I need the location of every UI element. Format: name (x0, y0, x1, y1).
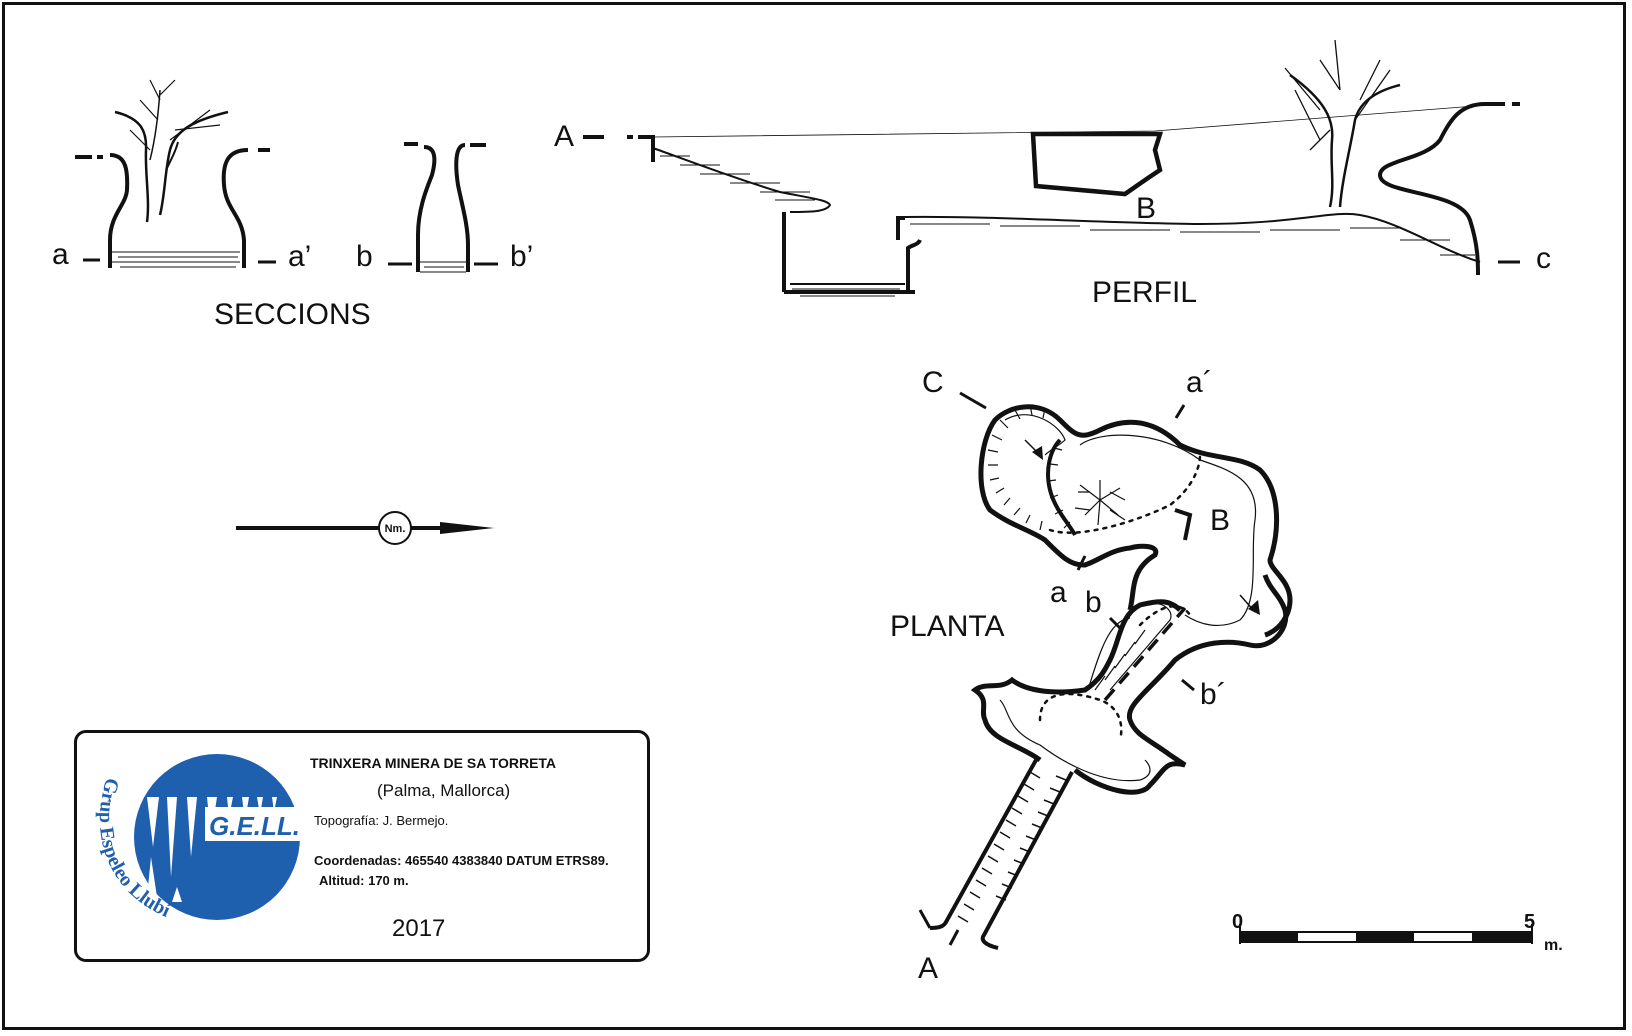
section-b-label: b (356, 240, 373, 273)
gell-logo: G.E.LL. Grup Espeleo Llubí (95, 754, 302, 922)
plan-group (918, 391, 1293, 950)
profile-floor-hatch (910, 223, 1475, 256)
plan-B-label: B (1210, 504, 1230, 537)
profile-group (583, 39, 1520, 297)
survey-year: 2017 (392, 915, 446, 942)
plan-b-label: b (1085, 586, 1102, 619)
trench-ticks (957, 771, 1067, 923)
tree-icon-profile (1284, 39, 1401, 208)
profile-c-label: c (1536, 242, 1551, 275)
profile-B-label: B (1136, 192, 1156, 225)
plan-a-label: a (1050, 576, 1067, 609)
survey-altitude: Altitud: 170 m. (319, 873, 409, 888)
planta-title: PLANTA (890, 610, 1004, 643)
survey-coordinates: Coordenadas: 465540 4383840 DATUM ETRS89… (314, 853, 609, 868)
profile-sediment-hatch-left (660, 155, 815, 201)
plan-a-prime-label: a´ (1186, 366, 1213, 399)
section-b-water-hatch (420, 261, 466, 273)
logo-text: G.E.LL. (209, 811, 300, 841)
sections-group (75, 79, 498, 273)
scale-start-label: 0 (1232, 911, 1243, 933)
seccions-title: SECCIONS (214, 298, 371, 331)
scale-end-label: 5 (1524, 911, 1535, 933)
cliff-ticks (987, 404, 1071, 531)
plan-C-label: C (922, 366, 944, 399)
profile-A-label: A (554, 120, 574, 153)
perfil-title: PERFIL (1092, 276, 1197, 309)
plan-b-prime-label: b´ (1200, 678, 1227, 711)
section-b-prime-label: b’ (510, 240, 533, 273)
plan-A-label: A (918, 952, 938, 985)
north-label: Nm. (385, 523, 406, 535)
title-block: G.E.LL. Grup Espeleo Llubí TRINXERA MINE… (74, 730, 650, 962)
section-a-label: a (52, 238, 69, 271)
tree-roots-icon (1074, 480, 1126, 526)
section-a-prime-label: a’ (288, 240, 311, 273)
passage-floor-hatch (1094, 629, 1146, 691)
survey-title: TRINXERA MINERA DE SA TORRETA (310, 755, 557, 771)
section-a-water-hatch (112, 251, 240, 268)
survey-place: (Palma, Mallorca) (377, 781, 511, 800)
survey-topography: Topografía: J. Bermejo. (314, 813, 449, 828)
tree-icon (114, 79, 229, 223)
profile-trench-floor-hatch (792, 288, 900, 297)
scale-unit-label: m. (1544, 937, 1563, 954)
north-arrow: Nm. (236, 511, 494, 545)
scale-bar: 0 5 m. (1232, 911, 1563, 954)
